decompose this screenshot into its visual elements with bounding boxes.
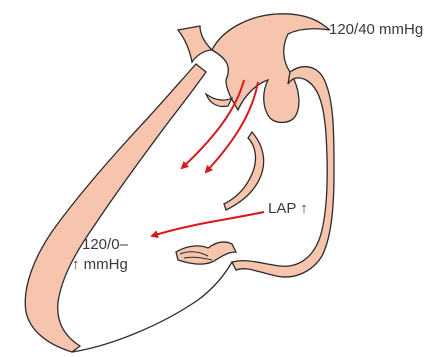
left-ventricle-wall <box>25 64 206 352</box>
posterior-leaflet-chordae <box>176 242 236 264</box>
lv-pressure-label-line1: 120/0– <box>82 236 128 254</box>
left-atrial-pressure-label: LAP ↑ <box>268 200 308 218</box>
aortic-pressure-label: 120/40 mmHg <box>329 21 423 39</box>
aortic-cusp <box>206 94 232 107</box>
upper-leaflet-stub <box>178 26 212 62</box>
lv-pressure-label-line2: ↑ mmHg <box>72 256 128 274</box>
flow-arrow-mitral-regurgitation <box>152 212 264 236</box>
ventricle-inner-outline <box>72 262 232 352</box>
